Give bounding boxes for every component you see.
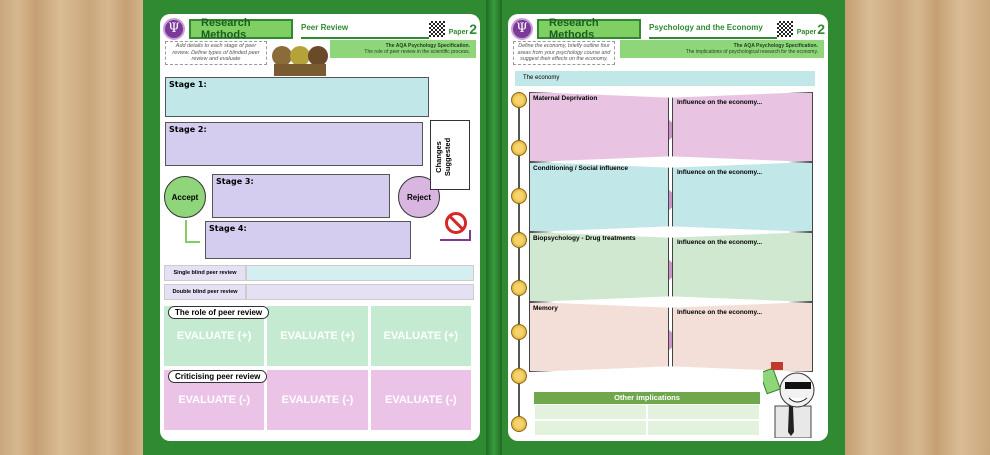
- stage-3-box[interactable]: Stage 3:: [212, 174, 390, 218]
- economy-row: Memory Influence on the economy...: [529, 302, 813, 372]
- paper-number: 2: [469, 20, 477, 37]
- spec-title: The AQA Psychology Specification.: [385, 43, 470, 49]
- single-blind-label: Single blind peer review: [164, 265, 246, 281]
- economy-label[interactable]: The economy: [515, 71, 815, 86]
- changes-suggested-box: Changes Suggested: [430, 120, 470, 190]
- page-header: Ψ Research Methods Psychology and the Ec…: [511, 17, 825, 41]
- book-spine: [486, 0, 502, 455]
- three-monkeys-icon: [272, 46, 328, 76]
- coin-icon: [511, 92, 527, 108]
- section-title: Research Methods: [189, 17, 293, 41]
- money-gun-mascot-icon: [763, 362, 815, 438]
- right-page: Ψ Research Methods Psychology and the Ec…: [508, 14, 828, 441]
- double-blind-row: Double blind peer review: [164, 284, 474, 300]
- table-cell[interactable]: [534, 404, 647, 420]
- coin-icon: [511, 368, 527, 384]
- table-cell[interactable]: [647, 420, 760, 436]
- coin-icon: [511, 324, 527, 340]
- influence-box[interactable]: Influence on the economy...: [672, 232, 813, 302]
- topic-box[interactable]: Memory: [529, 302, 669, 372]
- paper-label: Paper: [448, 28, 469, 36]
- double-blind-field[interactable]: [246, 284, 474, 300]
- flow-arrows: [185, 220, 471, 243]
- single-blind-row: Single blind peer review: [164, 265, 474, 281]
- paper-label: Paper: [796, 28, 817, 36]
- influence-box[interactable]: Influence on the economy...: [672, 92, 813, 162]
- stage-4-box[interactable]: Stage 4:: [205, 221, 411, 259]
- evaluate-negative-cell[interactable]: EVALUATE (-): [267, 370, 368, 430]
- qr-code-icon: [428, 20, 445, 37]
- evaluate-negative-cell[interactable]: EVALUATE (-): [370, 370, 471, 430]
- coin-icon: [511, 188, 527, 204]
- coin-icon: [511, 140, 527, 156]
- qr-code-icon: [776, 20, 793, 37]
- spec-text: The role of peer review in the scientifi…: [364, 49, 470, 55]
- instruction-text: Define the economy, briefly outline four…: [513, 41, 615, 65]
- other-implications-table: Other implications: [534, 392, 760, 436]
- other-implications-header: Other implications: [534, 392, 760, 404]
- criticising-peer-review-label: Criticising peer review: [168, 370, 268, 383]
- psi-logo-icon: Ψ: [511, 17, 533, 40]
- table-cell[interactable]: [534, 420, 647, 436]
- topic-box[interactable]: Maternal Deprivation: [529, 92, 669, 162]
- coin-strip: [511, 92, 527, 438]
- section-title: Research Methods: [537, 17, 641, 41]
- single-blind-field[interactable]: [246, 265, 474, 281]
- stage-2-box[interactable]: Stage 2:: [165, 122, 423, 166]
- topic-title: Peer Review: [301, 19, 429, 39]
- topic-title: Psychology and the Economy: [649, 19, 777, 39]
- spec-banner: The AQA Psychology Specification. The im…: [620, 40, 824, 58]
- no-entry-icon: [445, 212, 467, 234]
- spec-banner: The AQA Psychology Specification. The ro…: [330, 40, 476, 58]
- economy-row: Conditioning / Social influence Influenc…: [529, 162, 813, 232]
- psi-logo-icon: Ψ: [163, 17, 185, 40]
- coin-icon: [511, 232, 527, 248]
- paper-number: 2: [817, 20, 825, 37]
- table-cell[interactable]: [647, 404, 760, 420]
- coin-line: [518, 92, 520, 432]
- role-of-peer-review-label: The role of peer review: [168, 306, 270, 319]
- evaluate-positive-cell[interactable]: EVALUATE (+): [267, 306, 368, 366]
- topic-box[interactable]: Conditioning / Social influence: [529, 162, 669, 232]
- spec-text: The implications of psychological resear…: [685, 49, 818, 55]
- evaluate-positive-cell[interactable]: EVALUATE (+): [370, 306, 471, 366]
- accept-circle: Accept: [164, 176, 206, 218]
- instruction-text: Add details to each stage of peer review…: [165, 41, 267, 65]
- coin-icon: [511, 416, 527, 432]
- spec-title: The AQA Psychology Specification.: [733, 43, 818, 49]
- stage-1-box[interactable]: Stage 1:: [165, 77, 429, 117]
- reject-circle: Reject: [398, 176, 440, 218]
- economy-row: Biopsychology - Drug treatments Influenc…: [529, 232, 813, 302]
- other-implications-cells: [534, 404, 760, 436]
- influence-box[interactable]: Influence on the economy...: [672, 302, 813, 372]
- changes-suggested-label: Changes Suggested: [434, 137, 452, 177]
- economy-row: Maternal Deprivation Influence on the ec…: [529, 92, 813, 162]
- topic-box[interactable]: Biopsychology - Drug treatments: [529, 232, 669, 302]
- influence-box[interactable]: Influence on the economy...: [672, 162, 813, 232]
- coin-icon: [511, 280, 527, 296]
- double-blind-label: Double blind peer review: [164, 284, 246, 300]
